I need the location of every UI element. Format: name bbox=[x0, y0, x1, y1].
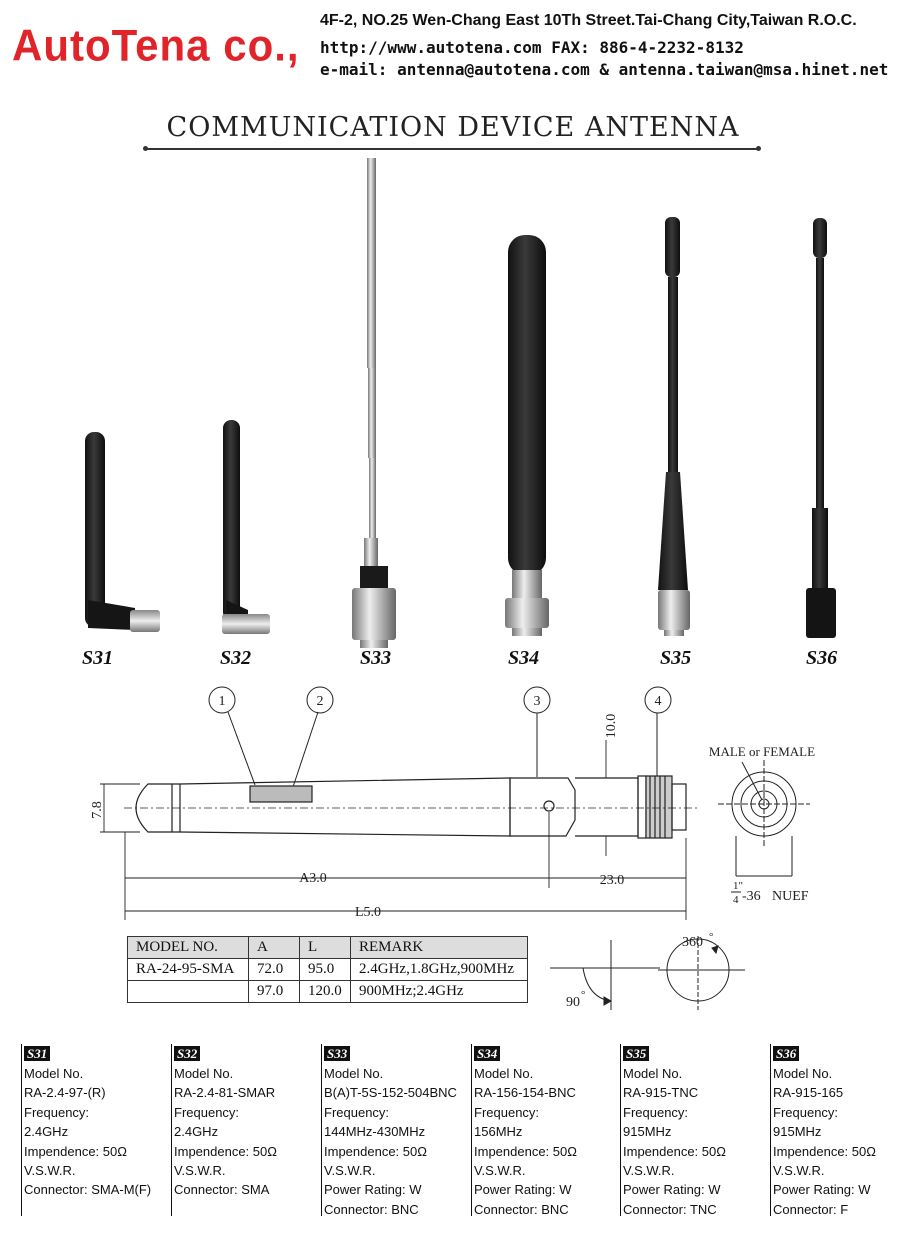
dimension-lines bbox=[100, 740, 687, 920]
antenna-s32-photo bbox=[222, 420, 270, 634]
callout-3: 3 bbox=[523, 686, 551, 777]
technical-drawing: 1 2 3 4 7.8 A3.0 23.0 L5.0 10.0 MALE or … bbox=[90, 686, 815, 1010]
antenna-outline bbox=[124, 775, 700, 839]
antenna-s34-photo bbox=[505, 235, 549, 636]
product-label-s36: S36 bbox=[806, 647, 838, 669]
svg-text:3: 3 bbox=[534, 694, 541, 709]
table-row: 97.0 120.0 900MHz;2.4GHz bbox=[127, 980, 528, 1003]
spec-badge: S31 bbox=[24, 1046, 51, 1061]
spec-badge: S32 bbox=[174, 1046, 201, 1061]
spec-column-s36: S36 Model No. RA-915-165 Frequency: 915M… bbox=[770, 1044, 900, 1219]
angle-360-view bbox=[658, 936, 745, 1010]
model-table: MODEL NO. A L REMARK RA-24-95-SMA 72.0 9… bbox=[127, 936, 528, 1003]
thread-spec: -36 bbox=[742, 889, 761, 904]
thread-spec-num: 1" bbox=[733, 880, 743, 892]
thread-spec-den: 4 bbox=[733, 894, 739, 906]
dim-23: 23.0 bbox=[600, 873, 625, 888]
angle-90-view bbox=[550, 940, 660, 1010]
svg-text:4: 4 bbox=[655, 694, 662, 709]
table-header-a: A bbox=[248, 936, 300, 959]
svg-text:1: 1 bbox=[219, 694, 226, 709]
company-logo: AutoTena co., bbox=[12, 20, 300, 71]
antenna-s31-photo bbox=[85, 432, 160, 632]
product-label-s32: S32 bbox=[220, 647, 252, 669]
thread-nuef: NUEF bbox=[772, 889, 809, 904]
company-address: 4F-2, NO.25 Wen-Chang East 10Th Street.T… bbox=[320, 12, 857, 29]
dim-height: 7.8 bbox=[90, 801, 105, 819]
svg-text:MALE or FEMALE: MALE or FEMALE bbox=[709, 744, 815, 759]
table-header-row: MODEL NO. A L REMARK bbox=[127, 936, 528, 959]
product-label-s35: S35 bbox=[660, 647, 692, 669]
svg-text:°: ° bbox=[709, 931, 713, 943]
spec-column-s31: S31 Model No. RA-2.4-97-(R) Frequency: 2… bbox=[21, 1044, 172, 1216]
dim-10: 10.0 bbox=[604, 714, 619, 739]
angle-90-label: 90 bbox=[566, 995, 580, 1010]
spec-column-s34: S34 Model No. RA-156-154-BNC Frequency: … bbox=[471, 1044, 622, 1219]
product-label-s31: S31 bbox=[82, 647, 114, 669]
svg-text:°: ° bbox=[581, 989, 585, 1001]
angle-360-label: 360 bbox=[682, 935, 703, 950]
antenna-s36-photo bbox=[806, 218, 836, 638]
svg-text:2: 2 bbox=[317, 694, 324, 709]
table-header-l: L bbox=[299, 936, 351, 959]
table-header-remark: REMARK bbox=[350, 936, 528, 959]
spec-column-s32: S32 Model No. RA-2.4-81-SMAR Frequency: … bbox=[171, 1044, 322, 1216]
spec-badge: S33 bbox=[324, 1046, 351, 1061]
callout-2: 2 bbox=[292, 686, 334, 788]
product-label-s33: S33 bbox=[360, 647, 392, 669]
company-web-fax: http://www.autotena.com FAX: 886-4-2232-… bbox=[320, 38, 744, 57]
spec-column-s33: S33 Model No. B(A)T-5S-152-504BNC Freque… bbox=[321, 1044, 472, 1219]
spec-column-s35: S35 Model No. RA-915-TNC Frequency: 915M… bbox=[620, 1044, 771, 1219]
antenna-photos bbox=[85, 158, 836, 648]
title-divider bbox=[143, 146, 761, 151]
antenna-s33-photo bbox=[352, 158, 396, 648]
spec-badge: S34 bbox=[474, 1046, 501, 1061]
dim-l: L5.0 bbox=[355, 905, 381, 920]
spec-badge: S36 bbox=[773, 1046, 800, 1061]
table-header-model: MODEL NO. bbox=[127, 936, 249, 959]
spec-badge: S35 bbox=[623, 1046, 650, 1061]
antenna-s35-photo bbox=[658, 217, 690, 636]
callout-1: 1 bbox=[208, 686, 256, 786]
connector-end-view: MALE or FEMALE bbox=[709, 744, 815, 877]
company-email: e-mail: antenna@autotena.com & antenna.t… bbox=[320, 60, 889, 79]
product-label-s34: S34 bbox=[508, 647, 540, 669]
table-row: RA-24-95-SMA 72.0 95.0 2.4GHz,1.8GHz,900… bbox=[127, 958, 528, 981]
callout-4: 4 bbox=[644, 686, 672, 777]
dim-a: A3.0 bbox=[299, 871, 327, 886]
page-title: COMMUNICATION DEVICE ANTENNA bbox=[166, 112, 740, 143]
